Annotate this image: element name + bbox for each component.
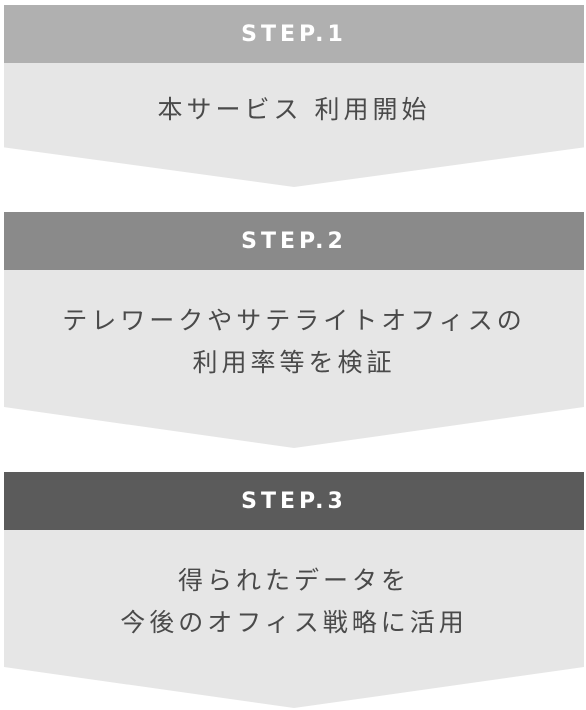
step-3-label: STEP.3: [241, 488, 347, 514]
step-3-arrow-body: [4, 530, 584, 708]
step-2-header: STEP.2: [4, 212, 584, 270]
step-2-arrow-body: [4, 270, 584, 448]
step-1-description: 本サービス 利用開始: [157, 95, 431, 124]
step-2: STEP.2 テレワークやサテライトオフィスの 利用率等を検証: [4, 212, 584, 448]
step-3-description: 得られたデータを 今後のオフィス戦略に活用: [120, 566, 468, 637]
step-3: STEP.3 得られたデータを 今後のオフィス戦略に活用: [4, 472, 584, 708]
step-1-header: STEP.1: [4, 5, 584, 63]
step-2-label: STEP.2: [241, 228, 347, 254]
step-3-header: STEP.3: [4, 472, 584, 530]
step-2-description: テレワークやサテライトオフィスの 利用率等を検証: [62, 306, 526, 377]
step-1: STEP.1 本サービス 利用開始: [4, 5, 584, 187]
step-1-label: STEP.1: [241, 21, 347, 47]
